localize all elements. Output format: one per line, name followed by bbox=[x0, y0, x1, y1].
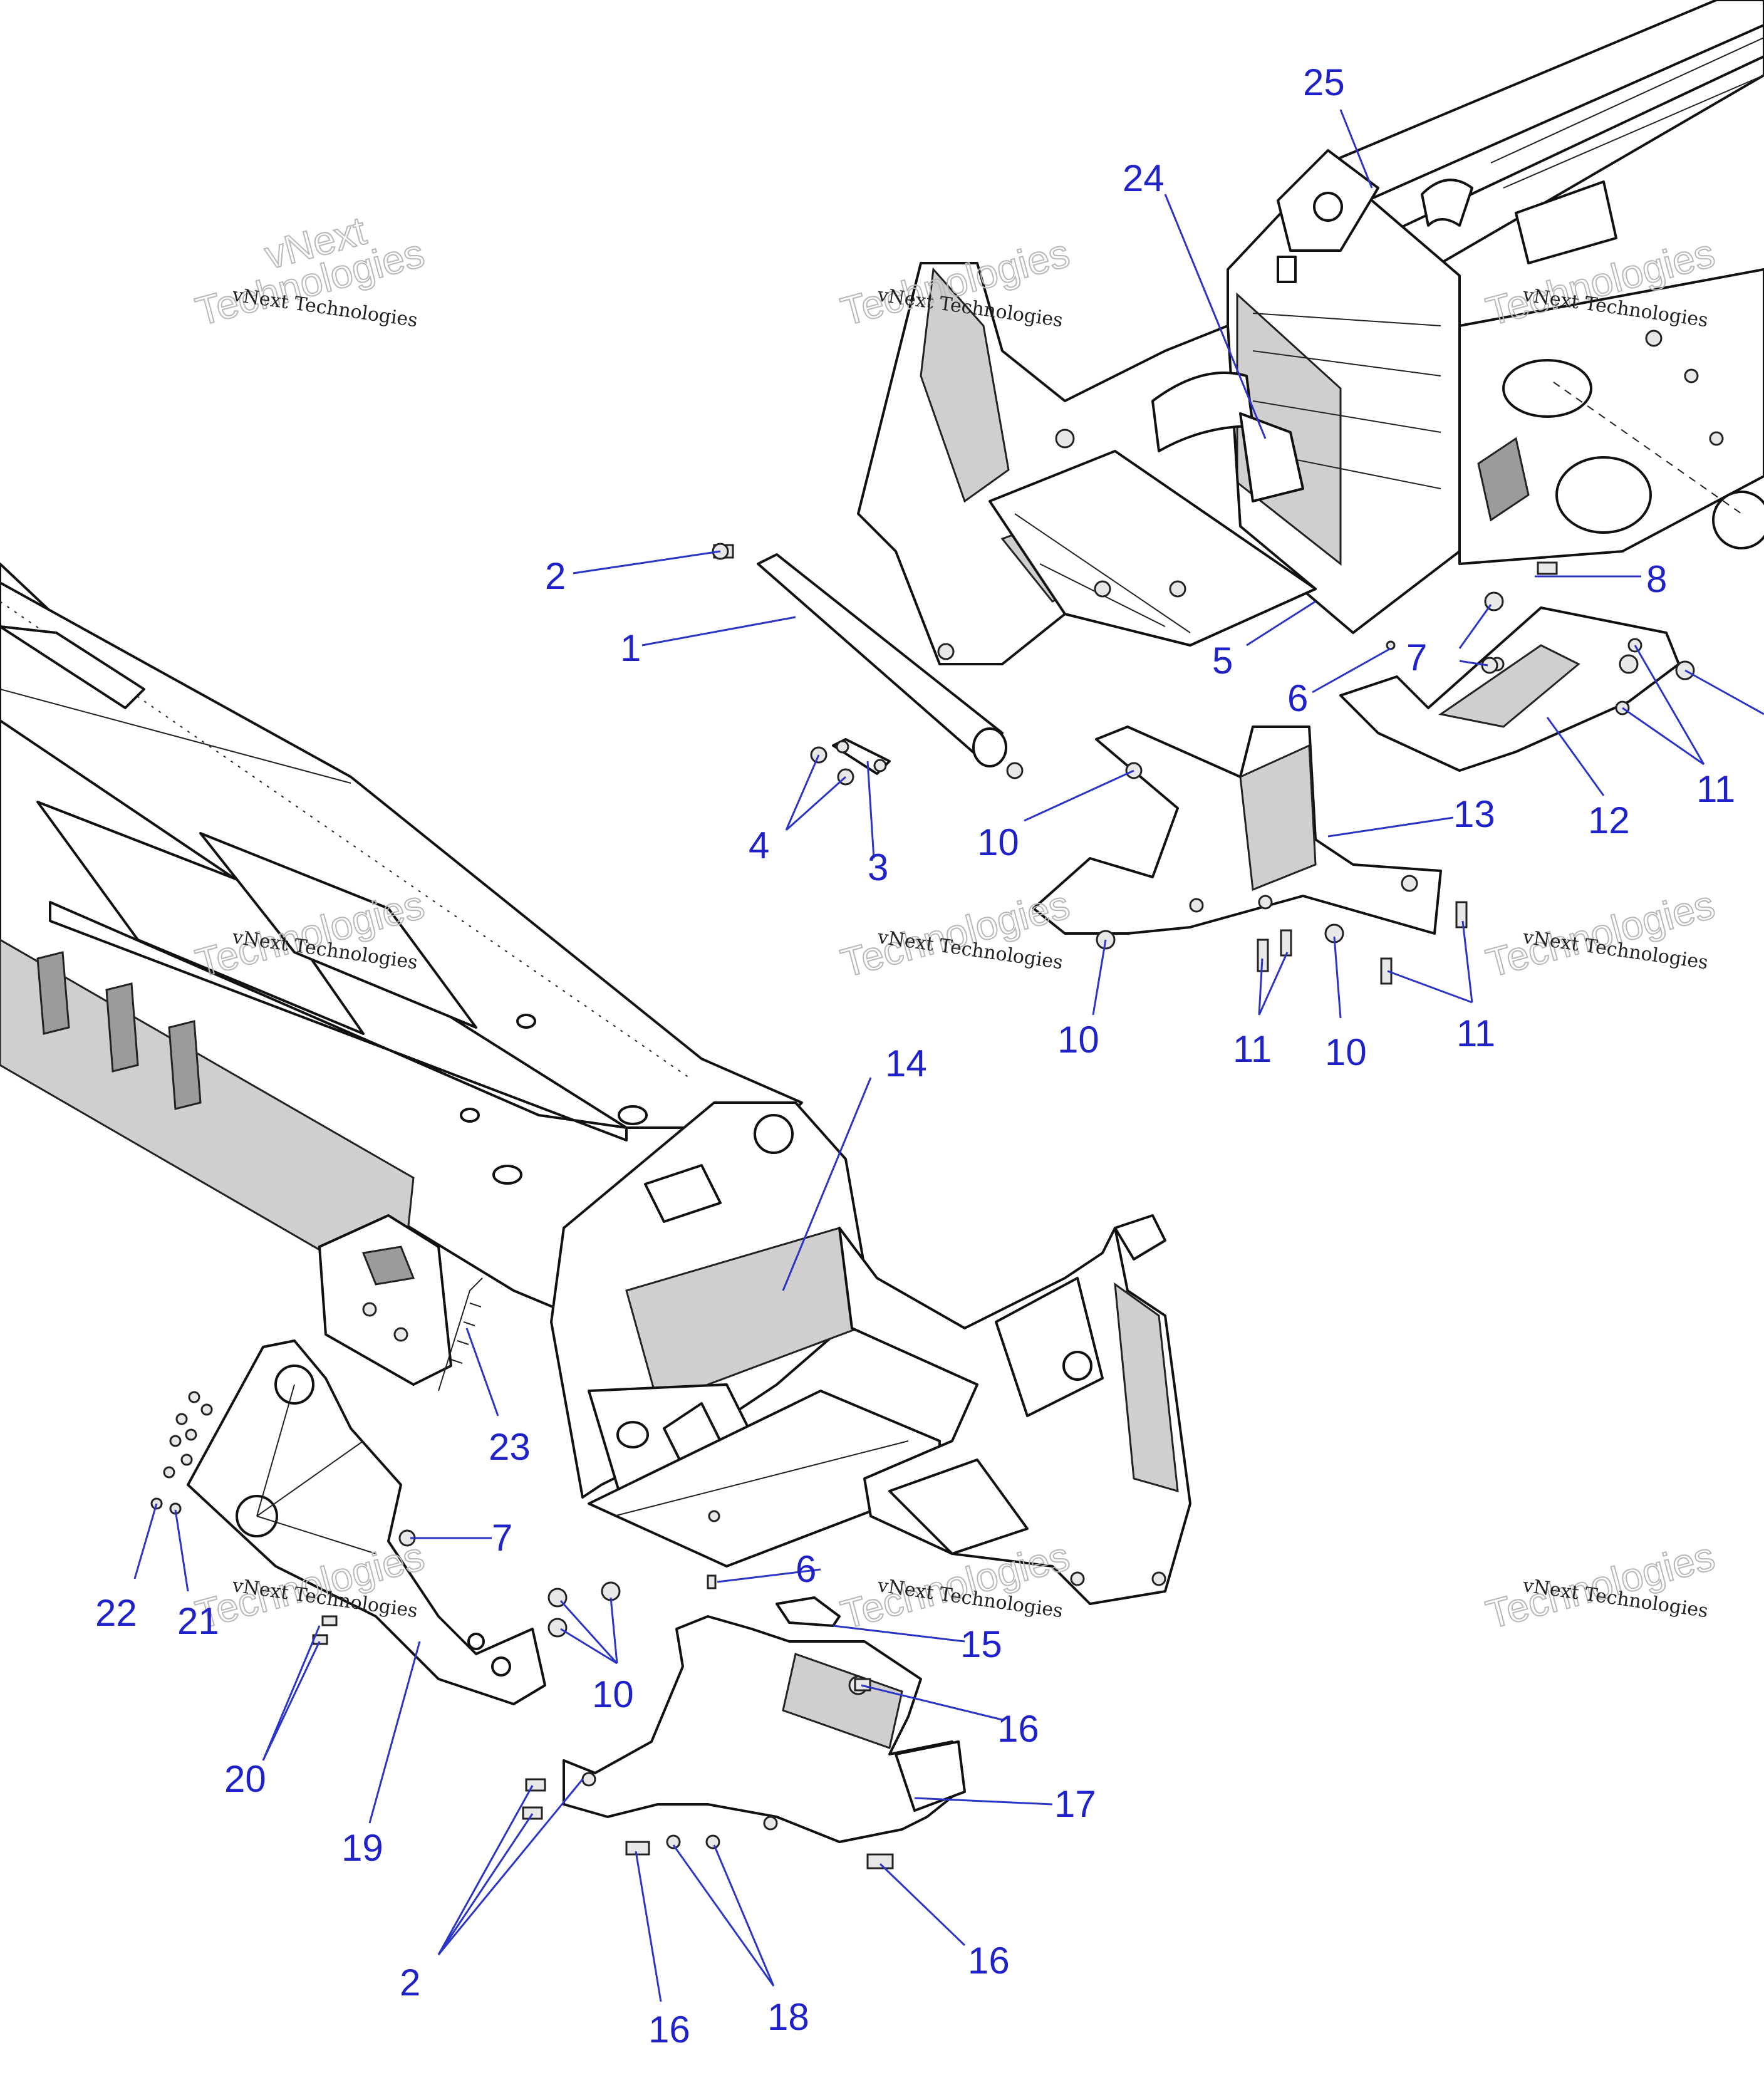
callout-labels: 25 24 2 1 5 8 7 6 11 12 10 13 3 4 10 11 … bbox=[95, 61, 1735, 2051]
callout-11c: 11 bbox=[1456, 1012, 1495, 1054]
callout-2: 2 bbox=[545, 555, 566, 597]
callout-16c: 16 bbox=[968, 1940, 1010, 1982]
callout-20: 20 bbox=[224, 1758, 266, 1800]
callout-22: 22 bbox=[95, 1592, 137, 1634]
clip-23 bbox=[438, 1277, 483, 1391]
link-plate-3 bbox=[832, 738, 891, 775]
callout-21: 21 bbox=[177, 1600, 219, 1642]
callout-13: 13 bbox=[1453, 793, 1495, 835]
callout-5: 5 bbox=[1212, 640, 1233, 682]
callout-4: 4 bbox=[749, 824, 769, 866]
link-15 bbox=[776, 1596, 841, 1627]
tunnel-chassis bbox=[0, 563, 941, 1568]
bolt-2-top bbox=[712, 543, 734, 560]
leader-lines bbox=[133, 109, 1764, 2002]
crossbar-tube bbox=[757, 553, 1007, 767]
side-rail-12 bbox=[1339, 606, 1680, 772]
callout-11b: 11 bbox=[1233, 1028, 1272, 1070]
callout-7: 7 bbox=[1406, 637, 1427, 679]
fasteners-7-20-left bbox=[312, 1529, 416, 1645]
callout-10d: 10 bbox=[592, 1673, 634, 1715]
rear-tunnel-frame bbox=[1227, 0, 1764, 634]
callout-16: 16 bbox=[997, 1708, 1039, 1750]
lower-bracket-17 bbox=[563, 1615, 966, 1843]
front-bulkhead-lower bbox=[838, 1214, 1191, 1605]
callout-11: 11 bbox=[1696, 768, 1735, 810]
callout-19: 19 bbox=[341, 1827, 383, 1869]
washers-21-22 bbox=[150, 1391, 213, 1515]
callout-8: 8 bbox=[1646, 558, 1667, 600]
callout-3: 3 bbox=[868, 846, 888, 888]
callout-7b: 7 bbox=[492, 1517, 512, 1559]
callout-16b: 16 bbox=[648, 2009, 690, 2051]
bolt-near-tube bbox=[1006, 762, 1024, 779]
callout-6b: 6 bbox=[796, 1548, 816, 1590]
callout-15: 15 bbox=[960, 1623, 1002, 1665]
front-bulkhead-upper bbox=[857, 262, 1317, 665]
callout-18: 18 bbox=[767, 1996, 809, 2038]
callout-1: 1 bbox=[620, 627, 641, 669]
callout-14: 14 bbox=[885, 1042, 927, 1084]
mounting-bracket-13 bbox=[1032, 725, 1442, 935]
fasteners-10-11-mid bbox=[1096, 901, 1468, 985]
callout-6: 6 bbox=[1287, 677, 1308, 719]
fasteners-2-16-18-lower bbox=[522, 1678, 894, 1869]
callout-10c: 10 bbox=[1325, 1031, 1367, 1073]
callout-24: 24 bbox=[1123, 157, 1165, 199]
callout-10b: 10 bbox=[1057, 1019, 1099, 1061]
callout-17: 17 bbox=[1054, 1783, 1096, 1825]
callout-25: 25 bbox=[1303, 61, 1345, 103]
callout-2b: 2 bbox=[400, 1962, 420, 2004]
callout-23: 23 bbox=[489, 1426, 531, 1468]
callout-10: 10 bbox=[977, 821, 1019, 863]
callout-12: 12 bbox=[1588, 799, 1630, 841]
chaincase-plate-19 bbox=[187, 1339, 546, 1705]
